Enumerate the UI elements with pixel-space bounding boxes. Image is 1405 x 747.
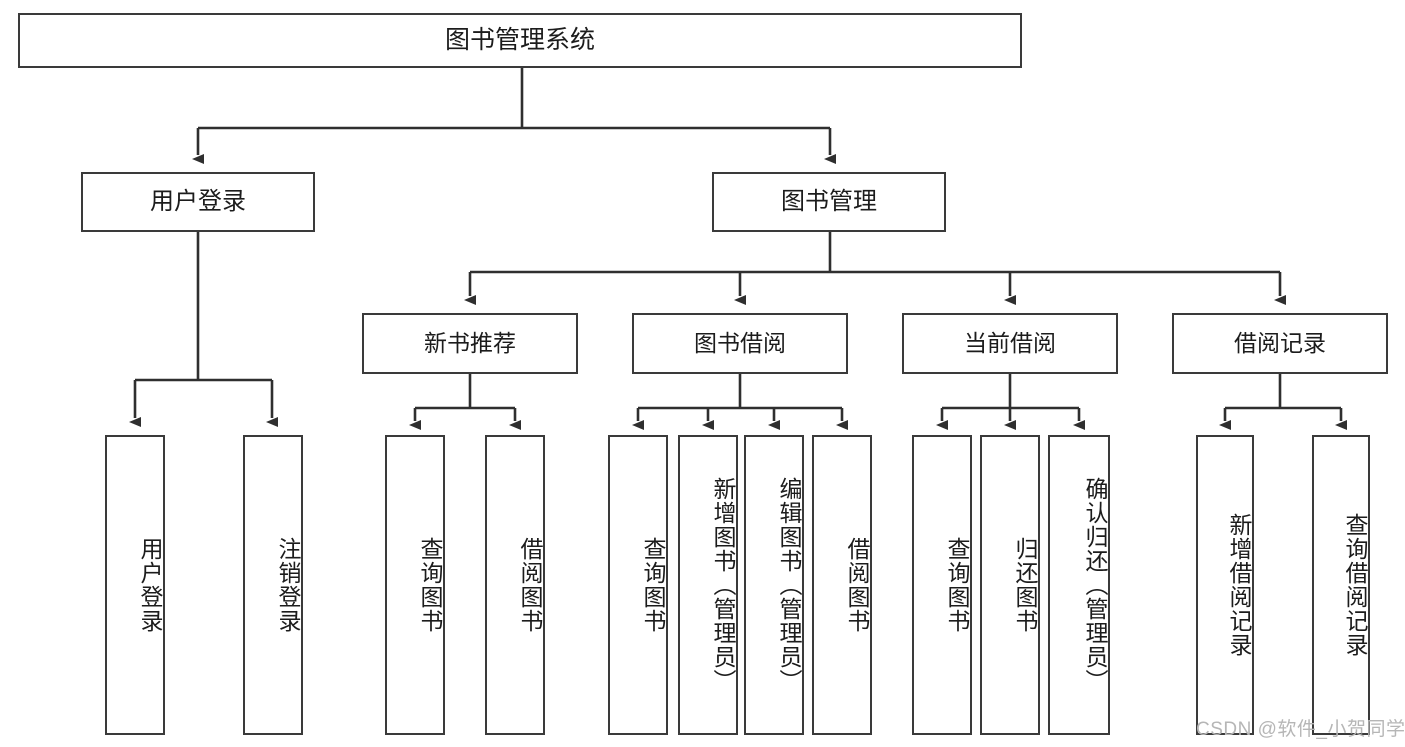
node-leaf-edit-book[interactable]: 编辑图书（管理员）: [744, 435, 804, 735]
node-borrow-record-label: 借阅记录: [1234, 329, 1326, 356]
node-new-book-rec-label: 新书推荐: [424, 329, 516, 356]
node-leaf-user-login[interactable]: 用户登录: [105, 435, 165, 735]
node-leaf-add-record-label: 新增借阅记录: [1226, 513, 1252, 657]
node-leaf-borrow-book-1-label: 借阅图书: [517, 537, 543, 633]
node-user-login-label: 用户登录: [150, 187, 246, 215]
node-leaf-query-book-3-label: 查询图书: [944, 537, 970, 633]
node-leaf-borrow-book-2-label: 借阅图书: [844, 537, 870, 633]
node-leaf-add-record[interactable]: 新增借阅记录: [1196, 435, 1254, 735]
node-leaf-query-record-label: 查询借阅记录: [1342, 513, 1368, 657]
node-leaf-query-book-1[interactable]: 查询图书: [385, 435, 445, 735]
node-current-borrow[interactable]: 当前借阅: [902, 313, 1118, 374]
watermark: CSDN @软件_小贺同学: [1196, 719, 1405, 740]
node-leaf-query-book-1-label: 查询图书: [417, 537, 443, 633]
node-borrow-record[interactable]: 借阅记录: [1172, 313, 1388, 374]
node-root-label: 图书管理系统: [444, 25, 595, 54]
node-leaf-add-book[interactable]: 新增图书（管理员）: [678, 435, 738, 735]
node-leaf-borrow-book-2[interactable]: 借阅图书: [812, 435, 872, 735]
node-leaf-add-book-label: 新增图书（管理员）: [710, 477, 736, 693]
node-leaf-logout-label: 注销登录: [275, 537, 301, 633]
node-book-manage[interactable]: 图书管理: [712, 172, 946, 232]
node-leaf-query-record[interactable]: 查询借阅记录: [1312, 435, 1370, 735]
node-book-manage-label: 图书管理: [781, 187, 877, 215]
node-leaf-return-book[interactable]: 归还图书: [980, 435, 1040, 735]
node-root[interactable]: 图书管理系统: [18, 13, 1022, 68]
node-book-borrow[interactable]: 图书借阅: [632, 313, 848, 374]
node-new-book-rec[interactable]: 新书推荐: [362, 313, 578, 374]
node-leaf-query-book-3[interactable]: 查询图书: [912, 435, 972, 735]
node-book-borrow-label: 图书借阅: [694, 329, 786, 356]
node-leaf-confirm-return[interactable]: 确认归还（管理员）: [1048, 435, 1110, 735]
node-leaf-return-book-label: 归还图书: [1012, 537, 1038, 633]
node-leaf-logout[interactable]: 注销登录: [243, 435, 303, 735]
node-current-borrow-label: 当前借阅: [964, 329, 1056, 356]
node-leaf-borrow-book-1[interactable]: 借阅图书: [485, 435, 545, 735]
node-leaf-confirm-return-label: 确认归还（管理员）: [1082, 477, 1108, 693]
node-user-login[interactable]: 用户登录: [81, 172, 315, 232]
node-leaf-user-login-label: 用户登录: [137, 537, 163, 633]
node-leaf-edit-book-label: 编辑图书（管理员）: [776, 477, 802, 693]
node-leaf-query-book-2-label: 查询图书: [640, 537, 666, 633]
node-leaf-query-book-2[interactable]: 查询图书: [608, 435, 668, 735]
